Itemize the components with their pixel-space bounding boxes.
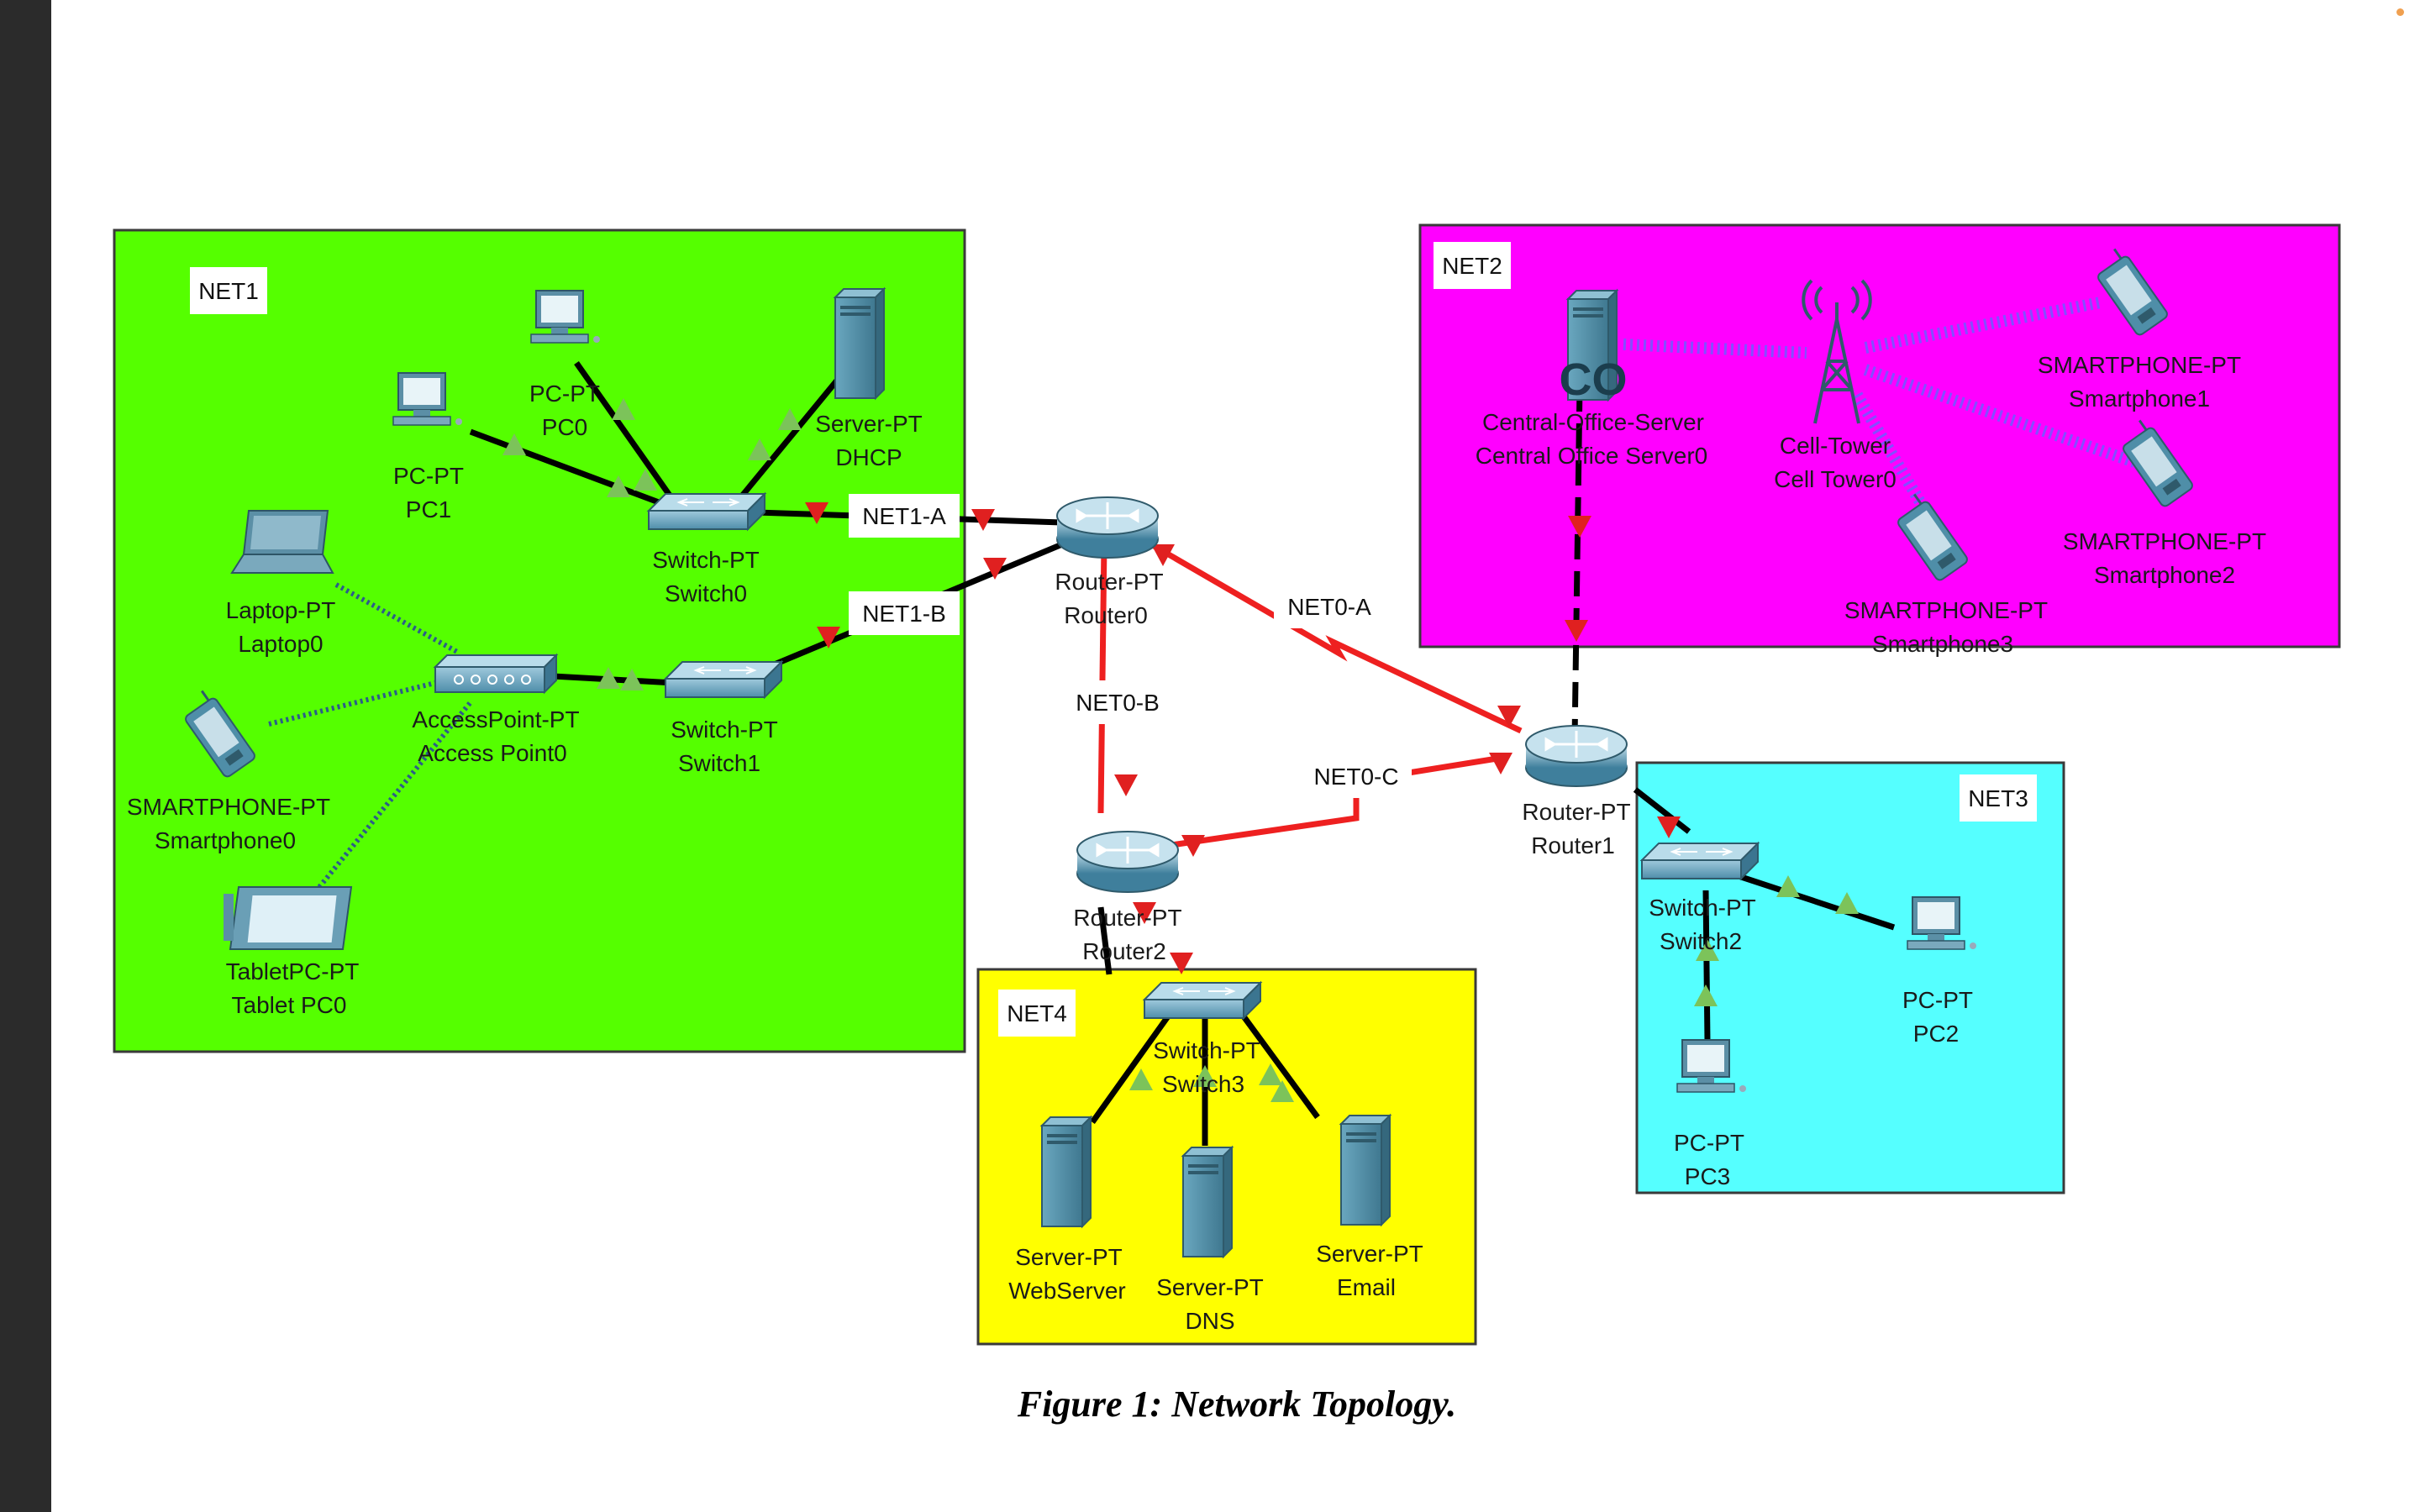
co-server-name: Central Office Server0: [1476, 443, 1708, 469]
ap0-name: Access Point0: [418, 740, 566, 766]
co-server-type: Central-Office-Server: [1482, 409, 1704, 435]
switch3-name: Switch3: [1162, 1071, 1244, 1097]
smartphone3-type: SMARTPHONE-PT: [1844, 597, 2048, 623]
switch2-name: Switch2: [1660, 928, 1742, 954]
co-badge: CO: [1560, 354, 1628, 405]
router0-type: Router-PT: [1055, 569, 1163, 595]
switch1-name: Switch1: [678, 750, 760, 776]
net0c-label: NET0-C: [1313, 764, 1398, 790]
router0-icon[interactable]: [1055, 496, 1160, 559]
net0a-label: NET0-A: [1287, 594, 1371, 620]
cell-tower-icon[interactable]: [1802, 279, 1872, 424]
pc1-type: PC-PT: [393, 463, 464, 489]
email-type: Server-PT: [1316, 1241, 1423, 1267]
router1-type: Router-PT: [1522, 799, 1630, 825]
figure-caption: Figure 1: Network Topology.: [1017, 1383, 1456, 1425]
net4-tag-box: [998, 990, 1076, 1037]
router1-name: Router1: [1531, 832, 1615, 858]
net4-tag: NET4: [1007, 1000, 1067, 1026]
smartphone1-type: SMARTPHONE-PT: [2038, 352, 2241, 378]
smartphone0-type: SMARTPHONE-PT: [127, 794, 330, 820]
dns-server-icon[interactable]: [1182, 1147, 1233, 1257]
status-dot: [2396, 8, 2404, 16]
smartphone1-name: Smartphone1: [2069, 386, 2210, 412]
laptop0-type: Laptop-PT: [226, 597, 336, 623]
smartphone2-name: Smartphone2: [2094, 562, 2235, 588]
pc2-name: PC2: [1913, 1021, 1959, 1047]
net2-tag-box: [1434, 242, 1511, 289]
net3-tag-box: [1960, 774, 2037, 822]
laptop0-name: Laptop0: [238, 631, 323, 657]
email-server-icon[interactable]: [1340, 1115, 1391, 1226]
cell-tower-type: Cell-Tower: [1780, 433, 1891, 459]
webserver-icon[interactable]: [1041, 1116, 1092, 1227]
cell-tower-name: Cell Tower0: [1774, 466, 1897, 492]
pc0-type: PC-PT: [529, 381, 600, 407]
webserver-type: Server-PT: [1015, 1244, 1123, 1270]
laptop0-icon[interactable]: [231, 510, 334, 574]
serial-links: [1097, 541, 1523, 848]
net3-tag: NET3: [1968, 785, 2028, 811]
switch2-icon[interactable]: [1641, 843, 1759, 879]
access-point0-icon[interactable]: [434, 654, 557, 693]
ethernet-links: [469, 360, 1896, 1146]
switch2-type: Switch-PT: [1649, 895, 1756, 921]
router2-icon[interactable]: [1076, 830, 1180, 894]
net3-area: [1635, 761, 2065, 1194]
wireless-links: [268, 582, 473, 889]
cellular-links: [1623, 297, 2137, 541]
router2-type: Router-PT: [1073, 905, 1181, 931]
switch1-type: Switch-PT: [671, 717, 778, 743]
email-name: Email: [1337, 1274, 1396, 1300]
tablet0-name: Tablet PC0: [232, 992, 347, 1018]
smartphone0-name: Smartphone0: [155, 827, 296, 853]
webserver-name: WebServer: [1008, 1278, 1126, 1304]
pc3-type: PC-PT: [1674, 1130, 1744, 1156]
tablet-pc0-icon[interactable]: [223, 886, 352, 950]
net1a-label-box: [849, 494, 960, 538]
switch1-icon[interactable]: [665, 661, 782, 698]
pc2-type: PC-PT: [1902, 987, 1973, 1013]
net0c-label-box: [1301, 754, 1412, 798]
dns-name: DNS: [1185, 1308, 1234, 1334]
net1-tag: NET1: [198, 278, 259, 304]
tablet0-type: TabletPC-PT: [226, 958, 360, 984]
router2-name: Router2: [1082, 938, 1166, 964]
switch3-type: Switch-PT: [1153, 1037, 1260, 1063]
pc3-name: PC3: [1685, 1163, 1730, 1189]
net0a-label-box: [1274, 585, 1385, 628]
net1a-label: NET1-A: [862, 503, 946, 529]
dhcp-name: DHCP: [835, 444, 902, 470]
smartphone3-name: Smartphone3: [1872, 631, 2013, 657]
net0b-label-box: [1062, 680, 1173, 724]
router1-icon[interactable]: [1524, 724, 1628, 788]
pc1-name: PC1: [406, 496, 451, 522]
net1-tag-box: [190, 267, 267, 314]
router0-name: Router0: [1064, 602, 1148, 628]
net1b-label-box: [849, 591, 960, 635]
left-window-edge: [0, 0, 51, 1512]
pc0-name: PC0: [542, 414, 587, 440]
smartphone2-type: SMARTPHONE-PT: [2063, 528, 2266, 554]
switch3-icon[interactable]: [1144, 982, 1261, 1019]
switch0-icon[interactable]: [648, 493, 765, 530]
dhcp-type: Server-PT: [815, 411, 923, 437]
co-server-link: [1571, 386, 1583, 740]
net1b-label: NET1-B: [862, 601, 946, 627]
dns-type: Server-PT: [1156, 1274, 1264, 1300]
dhcp-server-icon[interactable]: [834, 288, 885, 399]
switch0-type: Switch-PT: [652, 547, 760, 573]
ap0-type: AccessPoint-PT: [412, 706, 579, 732]
net2-tag: NET2: [1442, 253, 1502, 279]
net0b-label: NET0-B: [1076, 690, 1160, 716]
switch0-name: Switch0: [665, 580, 747, 606]
